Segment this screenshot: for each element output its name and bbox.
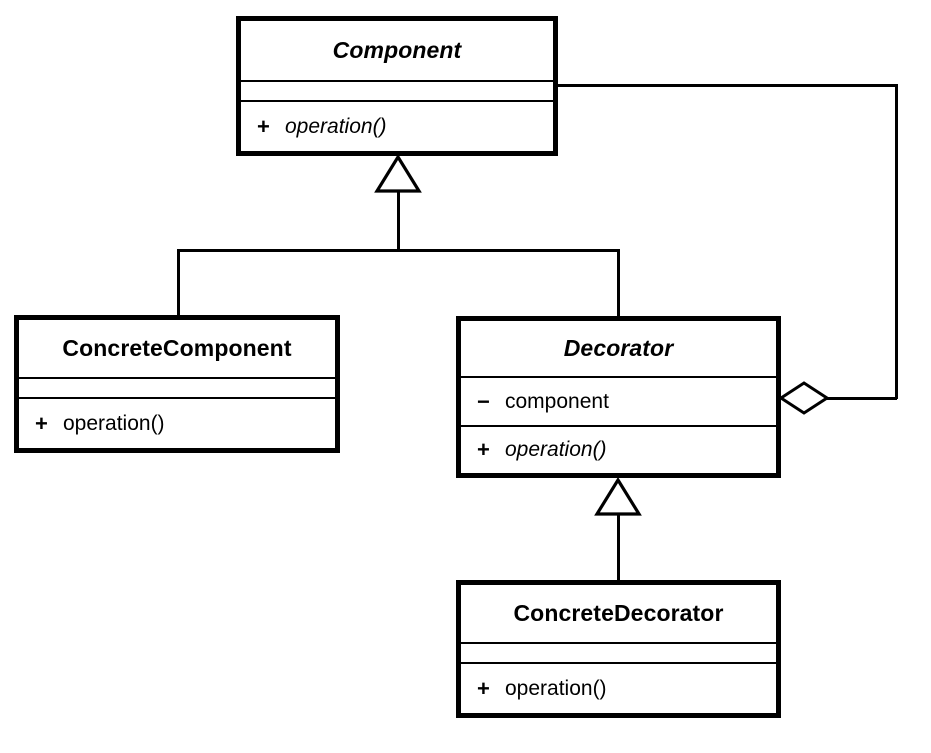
aggregation-edge-top-segment <box>556 84 898 87</box>
member-label: operation() <box>505 676 607 700</box>
member-row: + operation() <box>461 676 776 702</box>
member-label: component <box>505 389 609 413</box>
member-label: operation() <box>63 411 165 435</box>
generalization-trunk-component <box>397 188 400 252</box>
generalization-drop-concrete-component <box>177 249 180 317</box>
generalization-arrowhead-component <box>374 154 422 193</box>
generalization-line-concrete-decorator <box>617 511 620 582</box>
class-name-component: Component <box>241 21 553 80</box>
class-name-concrete-component: ConcreteComponent <box>19 320 335 377</box>
aggregation-diamond-decorator <box>779 381 829 415</box>
class-attributes-component <box>241 80 553 100</box>
member-visibility-marker: + <box>257 113 270 139</box>
class-box-concrete-decorator[interactable]: ConcreteDecorator + operation() <box>456 580 781 718</box>
member-visibility-marker: + <box>477 437 490 462</box>
member-row: + operation() <box>241 114 553 140</box>
member-visibility-marker: − <box>477 388 490 414</box>
class-attributes-concrete-decorator <box>461 642 776 662</box>
aggregation-edge-bottom-segment <box>824 397 897 400</box>
class-name-decorator: Decorator <box>461 321 776 376</box>
class-box-concrete-component[interactable]: ConcreteComponent + operation() <box>14 315 340 453</box>
member-visibility-marker: + <box>35 410 48 436</box>
member-label: operation() <box>285 114 387 138</box>
member-visibility-marker: + <box>477 675 490 701</box>
class-attributes-decorator: − component <box>461 376 776 425</box>
member-row: − component <box>461 389 776 415</box>
class-box-component[interactable]: Component + operation() <box>236 16 558 156</box>
class-operations-concrete-decorator: + operation() <box>461 662 776 713</box>
class-attributes-concrete-component <box>19 377 335 397</box>
class-operations-concrete-component: + operation() <box>19 397 335 448</box>
class-operations-decorator: + operation() <box>461 425 776 473</box>
generalization-branch-bar <box>177 249 620 252</box>
generalization-drop-decorator <box>617 249 620 318</box>
aggregation-edge-right-segment <box>895 84 898 399</box>
class-name-concrete-decorator: ConcreteDecorator <box>461 585 776 642</box>
member-row: + operation() <box>19 411 335 437</box>
generalization-arrowhead-decorator <box>594 477 642 516</box>
member-label: operation() <box>505 438 607 461</box>
class-box-decorator[interactable]: Decorator − component + operation() <box>456 316 781 478</box>
class-operations-component: + operation() <box>241 100 553 151</box>
member-row: + operation() <box>461 437 776 463</box>
